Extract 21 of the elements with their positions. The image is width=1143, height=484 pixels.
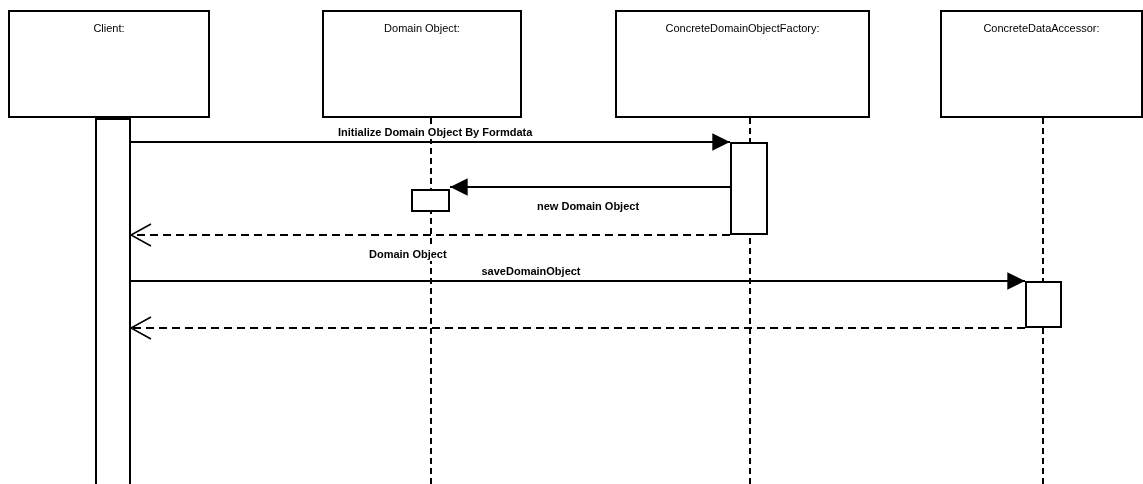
return-message-arrow — [130, 316, 1026, 340]
participant-name: Domain Object: — [383, 22, 461, 34]
message-arrow — [130, 272, 1026, 290]
message-label: new Domain Object — [536, 200, 641, 213]
message-label: saveDomainObject — [480, 265, 582, 278]
activation-box — [1025, 281, 1062, 328]
participant-name: ConcreteDomainObjectFactory: — [664, 22, 821, 34]
activation-bar — [95, 118, 131, 484]
participant-box — [615, 10, 870, 118]
participant-name: ConcreteDataAccessor: — [982, 22, 1101, 34]
participant-box — [940, 10, 1143, 118]
activation-box — [411, 189, 450, 212]
message-label: Domain Object — [368, 248, 448, 261]
participant-box — [8, 10, 210, 118]
activation-box — [730, 142, 768, 235]
return-message-arrow — [130, 223, 731, 247]
message-arrow — [449, 178, 731, 196]
participant-box — [322, 10, 522, 118]
message-arrow — [130, 133, 731, 151]
message-label: Initialize Domain Object By Formdata — [337, 126, 534, 139]
participant-name: Client: — [92, 22, 126, 34]
